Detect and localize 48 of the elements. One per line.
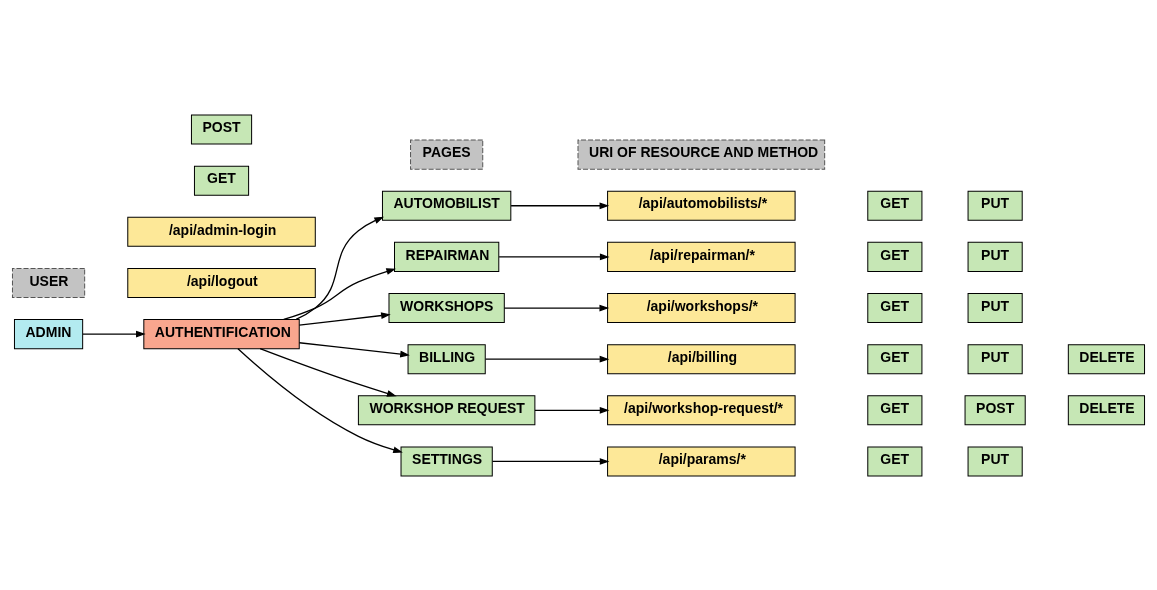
node-box: PUT: [967, 190, 1023, 221]
node-box: /api/workshop-request/*: [607, 394, 796, 425]
node-box: REPAIRMAN: [394, 241, 500, 272]
node-box: GET: [193, 165, 250, 196]
node-box: WORKSHOP REQUEST: [357, 394, 536, 425]
node-box: GET: [867, 241, 923, 272]
node-box: USER: [11, 267, 86, 298]
node-box: /api/params/*: [607, 445, 796, 476]
arrow: [503, 304, 610, 311]
node-box: GET: [867, 343, 923, 374]
node-box: /api/repairman/*: [607, 241, 796, 272]
node-box: /api/admin-login: [127, 216, 316, 247]
node-box: PUT: [967, 445, 1023, 476]
node-box: AUTOMOBILIST: [381, 190, 512, 221]
arrow: [498, 253, 610, 260]
node-box: GET: [867, 292, 923, 323]
node-box: /api/logout: [127, 267, 316, 298]
arrow: [534, 406, 610, 414]
node-box: DELETE: [1067, 343, 1146, 374]
node-box: POST: [190, 114, 253, 145]
node-box: /api/billing: [607, 343, 796, 374]
node-box: GET: [867, 190, 923, 221]
node-box: /api/automobilists/*: [607, 190, 796, 221]
arrow: [298, 341, 410, 357]
node-box: PUT: [967, 241, 1023, 272]
arrow: [484, 355, 610, 363]
node-box: PAGES: [410, 139, 484, 170]
arrow: [82, 330, 146, 337]
arrow: [298, 311, 391, 326]
node-box: DELETE: [1067, 394, 1146, 425]
node-box: PUT: [967, 292, 1023, 323]
node-box: GET: [867, 445, 923, 476]
arrow: [510, 201, 610, 209]
node-box: WORKSHOPS: [388, 292, 505, 323]
node-box: ADMIN: [13, 318, 84, 349]
node-box: PUT: [967, 343, 1023, 374]
node-box: /api/workshops/*: [607, 292, 796, 323]
node-box: URI OF RESOURCE AND METHOD: [577, 139, 826, 170]
arrow: [295, 216, 384, 320]
arrow: [491, 457, 610, 465]
arrow: [283, 267, 396, 320]
node-box: AUTHENTIFICATION: [143, 318, 300, 349]
node-box: POST: [964, 394, 1026, 425]
node-box: SETTINGS: [400, 445, 493, 476]
node-box: BILLING: [407, 343, 486, 374]
arrow: [237, 347, 403, 453]
node-box: GET: [867, 394, 923, 425]
arrow: [259, 347, 397, 397]
